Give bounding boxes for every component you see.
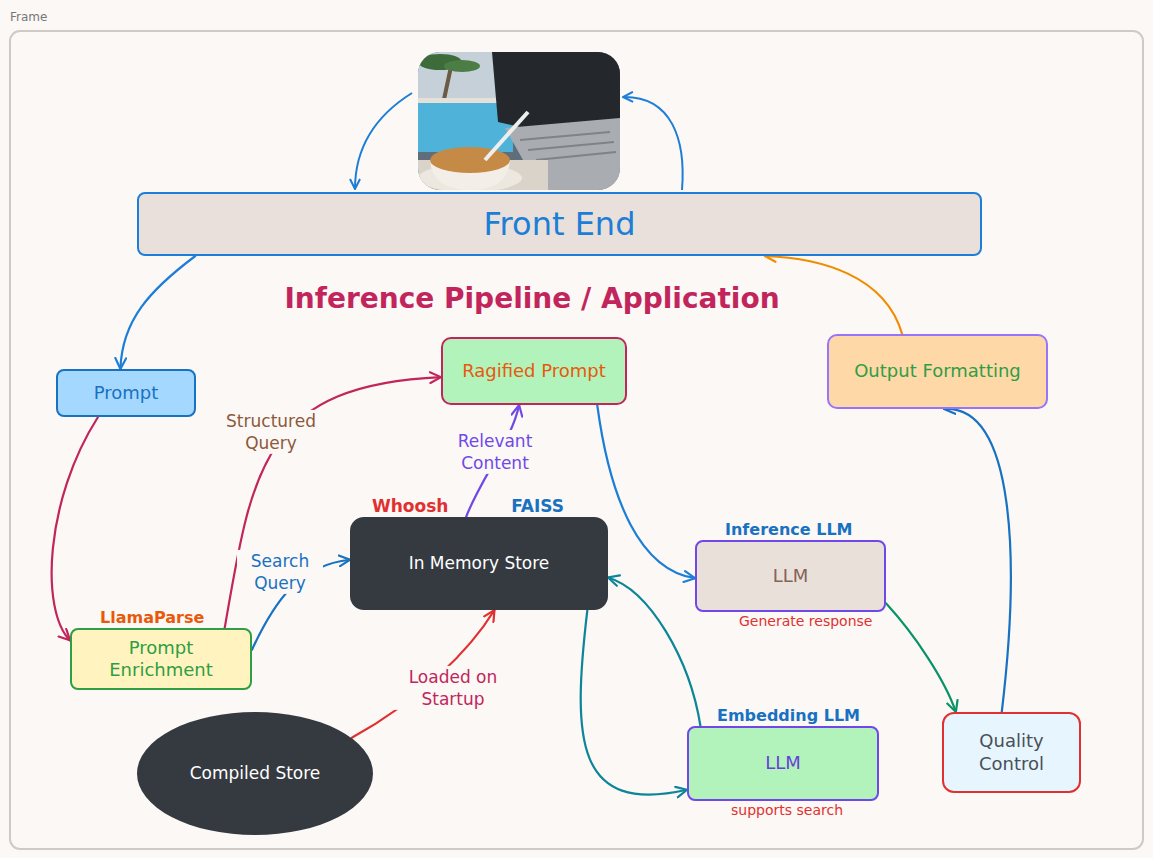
edge-label: Search Query: [237, 550, 323, 594]
process-box: LlamaParsePrompt Enrichment: [70, 628, 252, 690]
node-heading: FAISS: [511, 496, 564, 516]
process-box: Embedding LLMLLMsupports search: [687, 726, 879, 801]
cup-coffee: [430, 147, 510, 173]
process-box: Inference LLMLLMGenerate response: [695, 540, 886, 612]
connector: [944, 409, 1011, 712]
node-text: In Memory Store: [409, 553, 550, 574]
process-box: Prompt: [56, 369, 196, 417]
photo-arrow: [623, 97, 683, 190]
node-heading: Generate response: [739, 613, 872, 630]
node-text: LLM: [773, 565, 809, 588]
node-text: Front End: [484, 204, 636, 244]
process-box: Front End: [137, 192, 982, 256]
node-heading: supports search: [731, 802, 843, 819]
node-heading: Inference LLM: [725, 520, 853, 539]
cup-straw: [485, 112, 528, 160]
connector: [765, 256, 902, 334]
node-heading: Embedding LLM: [717, 706, 860, 725]
process-box: Quality Control: [942, 712, 1081, 793]
node-heading: Whoosh: [372, 496, 448, 516]
photo-arrow: [355, 93, 412, 189]
connector: [608, 577, 700, 726]
connector: [120, 256, 195, 369]
frame-label: Frame: [10, 10, 47, 24]
edge-label: Structured Query: [212, 410, 330, 454]
edge-label: Relevant Content: [442, 430, 548, 474]
keyboard-keys: [520, 132, 616, 160]
node-text: Prompt: [94, 382, 159, 405]
node-text: Ragified Prompt: [462, 360, 606, 383]
frame-border: [10, 31, 1143, 849]
connector: [886, 603, 956, 712]
photo-illustration: [418, 52, 620, 190]
node-text: Output Formatting: [854, 360, 1021, 383]
palm-frond: [444, 60, 480, 72]
process-box: Output Formatting: [827, 334, 1048, 409]
connector: [52, 417, 98, 640]
connector: [581, 610, 687, 795]
node-text: Prompt Enrichment: [78, 637, 244, 682]
process-box: Ragified Prompt: [441, 337, 627, 405]
node-text: LLM: [765, 752, 801, 775]
connector: [597, 405, 695, 578]
diagram-title: Inference Pipeline / Application: [182, 282, 882, 315]
node-text: Quality Control: [950, 730, 1073, 775]
node-text: Compiled Store: [190, 763, 321, 784]
ellipse-node: Compiled Store: [137, 712, 373, 835]
process-box: WhooshFAISSIn Memory Store: [350, 517, 608, 610]
photo-ground: [418, 52, 620, 190]
node-heading: LlamaParse: [100, 608, 204, 627]
edge-label: Loaded on Startup: [390, 666, 516, 710]
